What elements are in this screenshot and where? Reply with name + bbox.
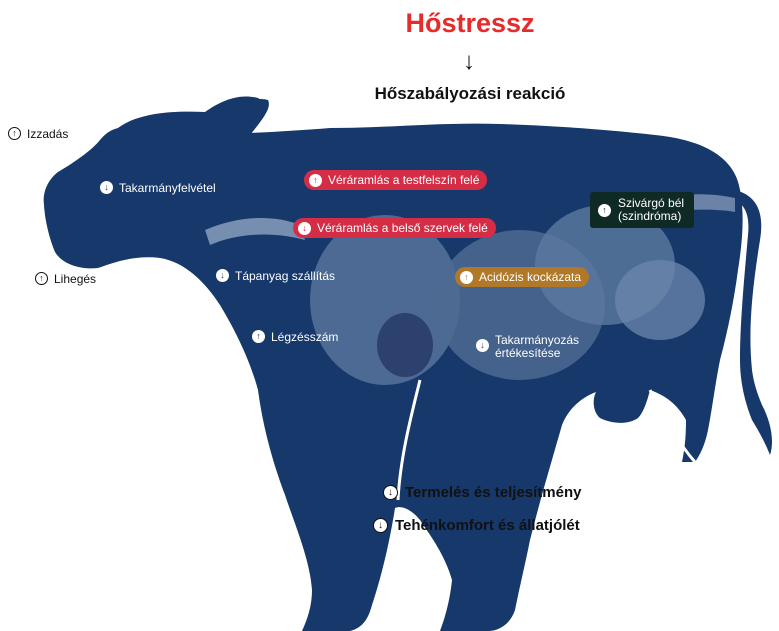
label-legzesszam-text: Légzésszám bbox=[271, 330, 338, 344]
label-legzesszam: ↑ Légzésszám bbox=[252, 330, 338, 344]
intestine-coil bbox=[615, 260, 705, 340]
label-takarmanyozas-line2: értékesítése bbox=[495, 346, 560, 360]
arrow-up-circle-icon: ↑ bbox=[8, 127, 21, 140]
label-termeles-text: Termelés és teljesítmény bbox=[405, 484, 581, 501]
box-szivargo-line1: Szivárgó bél bbox=[618, 196, 684, 210]
arrow-up-circle-icon: ↑ bbox=[460, 271, 473, 284]
pill-veraramlas-belso: ↓ Véráramlás a belső szervek felé bbox=[293, 218, 496, 238]
label-tapanyag-text: Tápanyag szállítás bbox=[235, 269, 335, 283]
arrow-down-icon: ↓ bbox=[463, 50, 475, 74]
title: Hőstressz bbox=[0, 8, 779, 39]
label-takarmanyozas-line1: Takarmányozás bbox=[495, 333, 579, 347]
arrow-down-circle-icon: ↓ bbox=[476, 339, 489, 352]
label-lihenges-text: Lihegés bbox=[54, 272, 96, 286]
arrow-down-circle-icon: ↓ bbox=[216, 269, 229, 282]
pill-veraramlas-belso-text: Véráramlás a belső szervek felé bbox=[317, 221, 488, 235]
label-tapanyag: ↓ Tápanyag szállítás bbox=[216, 269, 335, 283]
label-lihenges: ↑ Lihegés bbox=[35, 272, 96, 286]
arrow-down-circle-icon: ↓ bbox=[373, 518, 388, 533]
arrow-up-circle-icon: ↑ bbox=[309, 174, 322, 187]
pill-veraramlas-felszin: ↑ Véráramlás a testfelszín felé bbox=[304, 170, 487, 190]
subtitle: Hőszabályozási reakció bbox=[0, 84, 779, 104]
label-takarmanyfelvetel: ↓ Takarmányfelvétel bbox=[100, 181, 216, 195]
arrow-up-circle-icon: ↑ bbox=[35, 272, 48, 285]
pill-acidozis: ↑ Acidózis kockázata bbox=[455, 267, 589, 287]
arrow-up-circle-icon: ↑ bbox=[252, 330, 265, 343]
label-tehenkomfort-text: Tehénkomfort és állatjólét bbox=[395, 517, 580, 534]
box-szivargo-bel: ↑ Szivárgó bél (szindróma) bbox=[590, 192, 694, 228]
label-izzadas-text: Izzadás bbox=[27, 127, 68, 141]
box-szivargo-line2: (szindróma) bbox=[618, 209, 681, 223]
label-takarmanyfelvetel-text: Takarmányfelvétel bbox=[119, 181, 216, 195]
arrow-down-circle-icon: ↓ bbox=[100, 181, 113, 194]
pill-veraramlas-felszin-text: Véráramlás a testfelszín felé bbox=[328, 173, 479, 187]
arrow-down-circle-icon: ↓ bbox=[383, 485, 398, 500]
label-takarmanyozas: ↓ Takarmányozás értékesítése bbox=[476, 333, 579, 360]
pill-acidozis-text: Acidózis kockázata bbox=[479, 270, 581, 284]
label-tehenkomfort: ↓ Tehénkomfort és állatjólét bbox=[373, 517, 580, 534]
label-izzadas: ↑ Izzadás bbox=[8, 127, 68, 141]
label-termeles: ↓ Termelés és teljesítmény bbox=[383, 484, 581, 501]
arrow-up-circle-icon: ↑ bbox=[598, 204, 611, 217]
heart bbox=[377, 313, 433, 377]
arrow-down-circle-icon: ↓ bbox=[298, 222, 311, 235]
